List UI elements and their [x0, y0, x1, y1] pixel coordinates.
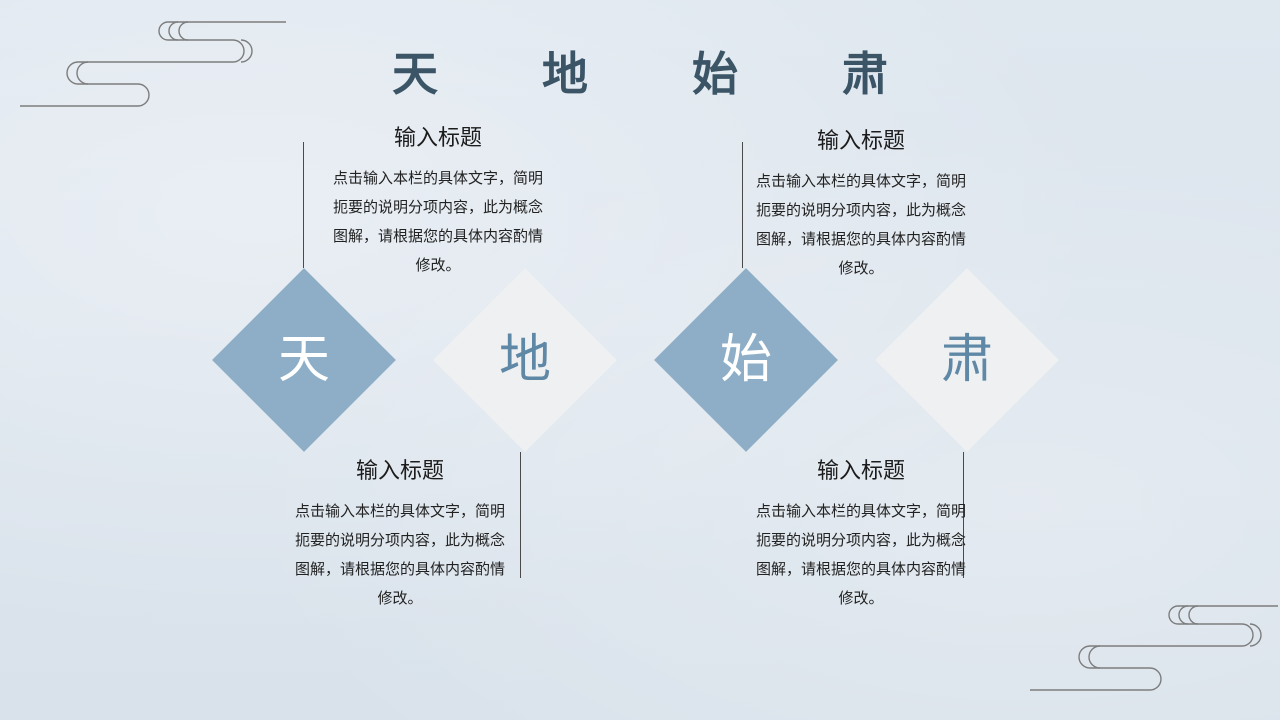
cloud-ornament-bottom-right — [1030, 605, 1278, 691]
block-desc-2[interactable]: 点击输入本栏的具体文字，简明扼要的说明分项内容，此为概念图解，请根据您的具体内容… — [294, 502, 505, 607]
diamond-4-char: 肃 — [940, 330, 993, 390]
diamond-2-char: 地 — [498, 330, 551, 390]
connector-line-4 — [963, 452, 964, 578]
block-desc-1[interactable]: 点击输入本栏的具体文字，简明扼要的说明分项内容，此为概念图解，请根据您的具体内容… — [332, 169, 543, 274]
block-desc-3[interactable]: 点击输入本栏的具体文字，简明扼要的说明分项内容，此为概念图解，请根据您的具体内容… — [755, 172, 966, 277]
diamond-1-char: 天 — [277, 330, 330, 390]
block-title-2[interactable]: 输入标题 — [355, 459, 444, 484]
connector-line-1 — [303, 142, 304, 268]
page-title: 天 地 始 肃 — [391, 47, 933, 101]
cloud-ornament-top-left — [20, 21, 286, 107]
block-desc-4[interactable]: 点击输入本栏的具体文字，简明扼要的说明分项内容，此为概念图解，请根据您的具体内容… — [755, 502, 966, 607]
text-block-1: 输入标题 点击输入本栏的具体文字，简明扼要的说明分项内容，此为概念图解，请根据您… — [332, 120, 544, 280]
connector-line-2 — [520, 452, 521, 578]
connector-line-3 — [742, 142, 743, 268]
block-title-4[interactable]: 输入标题 — [816, 459, 905, 484]
block-title-1[interactable]: 输入标题 — [393, 126, 482, 151]
diamond-3-char: 始 — [719, 330, 772, 390]
block-title-3[interactable]: 输入标题 — [816, 129, 905, 154]
text-block-3: 输入标题 点击输入本栏的具体文字，简明扼要的说明分项内容，此为概念图解，请根据您… — [755, 123, 967, 283]
text-block-2: 输入标题 点击输入本栏的具体文字，简明扼要的说明分项内容，此为概念图解，请根据您… — [294, 453, 506, 613]
text-block-4: 输入标题 点击输入本栏的具体文字，简明扼要的说明分项内容，此为概念图解，请根据您… — [755, 453, 967, 613]
